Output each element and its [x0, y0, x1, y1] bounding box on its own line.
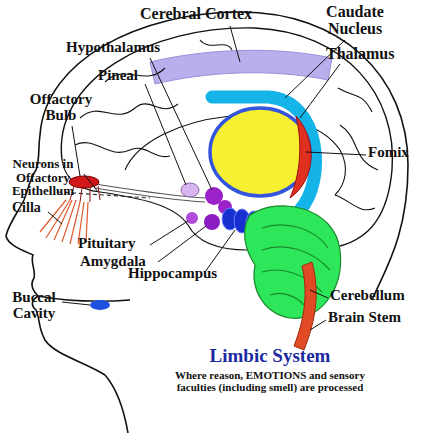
part-label: Caudate Nucleus	[315, 4, 395, 38]
diagram-title: Limbic System	[160, 346, 380, 366]
buccal-cavity-shape	[90, 300, 110, 310]
part-label: Cilla	[12, 201, 72, 216]
leader-line	[230, 26, 240, 62]
gyrus-line	[200, 40, 232, 50]
leader-lines	[48, 26, 366, 330]
part-label: Brain Stem	[328, 310, 427, 326]
pineal-shape	[181, 183, 199, 197]
leader-line	[150, 58, 212, 190]
part-label: Cerebellum	[330, 288, 427, 304]
leader-line	[310, 290, 328, 298]
neuron-line	[80, 188, 82, 202]
leader-line	[84, 174, 98, 192]
gyrus-line	[80, 104, 178, 118]
brain-stem-shape	[294, 262, 316, 350]
pituitary-shape	[186, 212, 198, 224]
part-label: Hypothalamus	[66, 40, 186, 56]
cilium-line	[40, 200, 66, 232]
cerebellum-shape	[245, 206, 341, 319]
neuron-line	[98, 186, 100, 200]
part-label: Fomix	[368, 145, 427, 161]
leader-line	[48, 212, 62, 224]
gyrus-line	[338, 88, 372, 112]
cerebellum-folds	[262, 225, 330, 310]
diagram-caption: Where reason, EMOTIONS and sensory facul…	[168, 370, 372, 393]
part-label: Pineal	[98, 68, 178, 84]
cilium-line	[62, 200, 76, 242]
part-label: Neurons in Offactory Epithellum	[0, 157, 86, 198]
leader-line	[150, 221, 188, 245]
part-label: Pituitary	[78, 236, 168, 252]
gyrus-line	[335, 195, 375, 210]
leader-line	[145, 84, 186, 185]
leader-line	[306, 152, 366, 155]
fold-line	[262, 247, 330, 270]
leader-line	[62, 302, 90, 305]
neuron-line	[90, 188, 91, 202]
part-label: Offactory Bulb	[22, 92, 100, 124]
brain-gyri	[75, 40, 378, 210]
fornix-shape	[290, 116, 311, 198]
part-label: Buccal Cavity	[2, 290, 66, 322]
gyrus-line	[75, 143, 170, 157]
part-label: Cerebral Cortex	[140, 6, 280, 23]
leader-line	[158, 226, 206, 262]
part-label: Hippocampus	[128, 266, 238, 282]
leader-line	[300, 64, 340, 118]
fold-line	[262, 225, 328, 248]
head-outline	[6, 12, 408, 433]
fold-line	[270, 293, 308, 310]
leader-line	[310, 320, 326, 330]
part-label: Thalamus	[326, 46, 426, 63]
amygdala-shape	[204, 214, 220, 230]
